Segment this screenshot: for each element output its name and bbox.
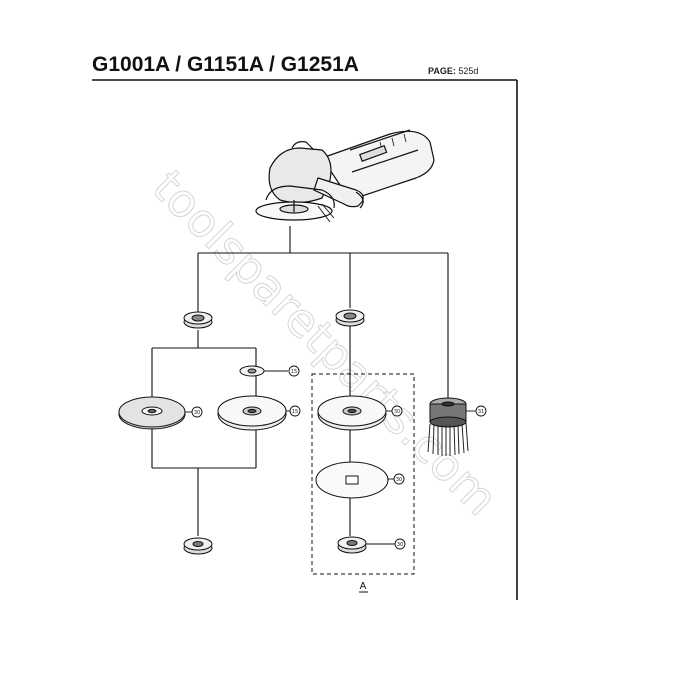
callout-numbers: 15 30 15 30 31 30 30 70 (194, 369, 484, 548)
page-label: PAGE: (428, 66, 456, 76)
page-number: PAGE: 525d (428, 66, 478, 76)
callout-number: 30 (194, 410, 200, 416)
flange-nut-middle (335, 309, 365, 327)
callout-number: 30 (394, 409, 400, 415)
callout-number: 15 (292, 409, 298, 415)
backing-pad-middle (317, 395, 387, 431)
assembly-box (311, 373, 415, 575)
callout-number: 31 (478, 409, 484, 415)
callout-number: 15 (291, 369, 297, 375)
connector-lines (151, 226, 449, 536)
assembly-label: A (360, 581, 367, 592)
flange-nut-left (183, 311, 213, 329)
wire-cup-brush (427, 397, 469, 456)
sanding-sheet (315, 461, 389, 499)
washer (239, 365, 265, 377)
angle-grinder (255, 129, 435, 223)
model-title: G1001A / G1151A / G1251A (92, 53, 359, 76)
callout-number: 30 (396, 477, 402, 483)
sanding-disc (118, 396, 186, 430)
lock-nut (337, 536, 367, 554)
page-frame (92, 79, 518, 600)
backing-pad (217, 395, 287, 431)
page-value: 525d (458, 66, 479, 76)
callouts (185, 365, 487, 550)
lock-nut-left (183, 537, 213, 555)
callout-number: 30 (397, 542, 403, 548)
